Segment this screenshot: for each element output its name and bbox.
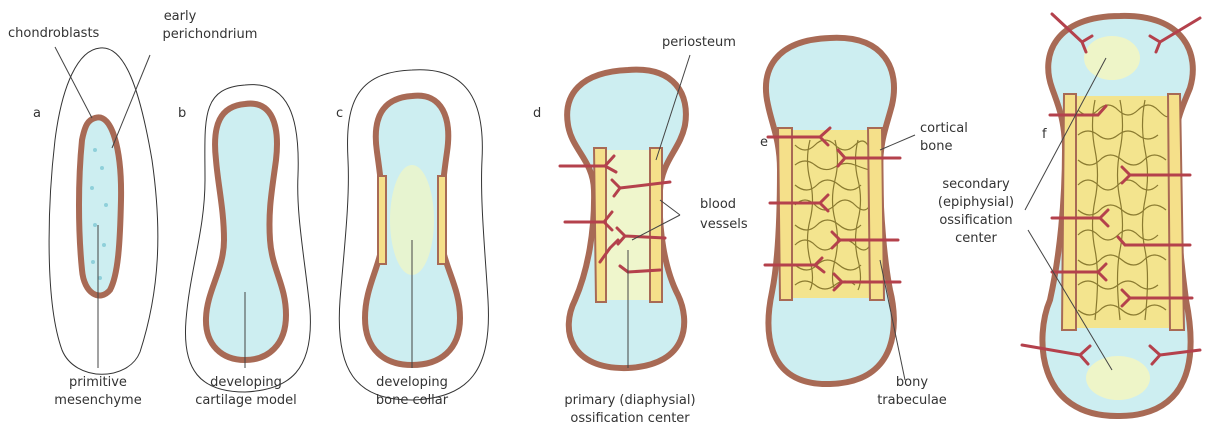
panel-a-letter: a <box>33 106 41 121</box>
label-secondary-line1: secondary <box>942 177 1010 192</box>
panel-c-bone-collar-left <box>378 176 386 264</box>
label-cortical-bone-line2: bone <box>920 139 952 154</box>
label-bony-trabeculae-line2: trabeculae <box>877 393 947 408</box>
panel-f-letter: f <box>1042 127 1047 142</box>
label-cortical-bone-line1: cortical <box>920 121 968 136</box>
label-bony-trabeculae-line1: bony <box>896 375 928 390</box>
panel-e: e <box>760 38 900 384</box>
panel-d-letter: d <box>533 106 541 121</box>
label-periosteum: periosteum <box>662 35 736 50</box>
panel-e-letter: e <box>760 135 768 150</box>
label-secondary-line4: center <box>955 231 997 246</box>
label-early-perichondrium-line1: early <box>164 9 197 24</box>
label-primary-ossification-line1: primary (diaphysial) <box>564 393 695 408</box>
panel-a-cartilage-outline <box>79 117 121 295</box>
panel-f-upper-secondary-center <box>1084 36 1140 80</box>
label-primary-ossification-line2: ossification center <box>570 411 690 426</box>
label-early-perichondrium-line2: perichondrium <box>163 27 258 42</box>
panel-d: d <box>533 70 686 368</box>
label-primitive-mesenchyme-line2: mesenchyme <box>54 393 141 408</box>
panel-c-bone-collar-right <box>438 176 446 264</box>
panel-f-cortical-left <box>1062 94 1076 330</box>
panel-f: f <box>1022 14 1200 416</box>
panel-b: b <box>178 85 310 392</box>
panel-a: a <box>33 48 158 374</box>
label-blood-vessels-line2: vessels <box>700 217 748 232</box>
panel-e-cortical-left <box>778 128 792 300</box>
label-bone-collar-line2: bone collar <box>376 393 449 408</box>
label-secondary-line2: (epiphysial) <box>938 195 1014 210</box>
label-secondary-line3: ossification <box>939 213 1012 228</box>
panel-f-cortical-right <box>1168 94 1184 330</box>
panel-d-periosteal-collar-left <box>594 148 606 302</box>
label-blood-vessels-line1: blood <box>700 197 736 212</box>
panel-b-letter: b <box>178 106 186 121</box>
label-cartilage-model-line1: developing <box>210 375 282 390</box>
label-primitive-mesenchyme-line1: primitive <box>69 375 127 390</box>
panel-c-letter: c <box>336 106 343 121</box>
panel-e-cortical-right <box>868 128 884 300</box>
panel-e-marrow-cavity <box>788 130 874 298</box>
label-chondroblasts: chondroblasts <box>8 26 100 41</box>
label-cartilage-model-line2: cartilage model <box>195 393 297 408</box>
panel-f-lower-secondary-center <box>1086 356 1150 400</box>
label-bone-collar-line1: developing <box>376 375 448 390</box>
